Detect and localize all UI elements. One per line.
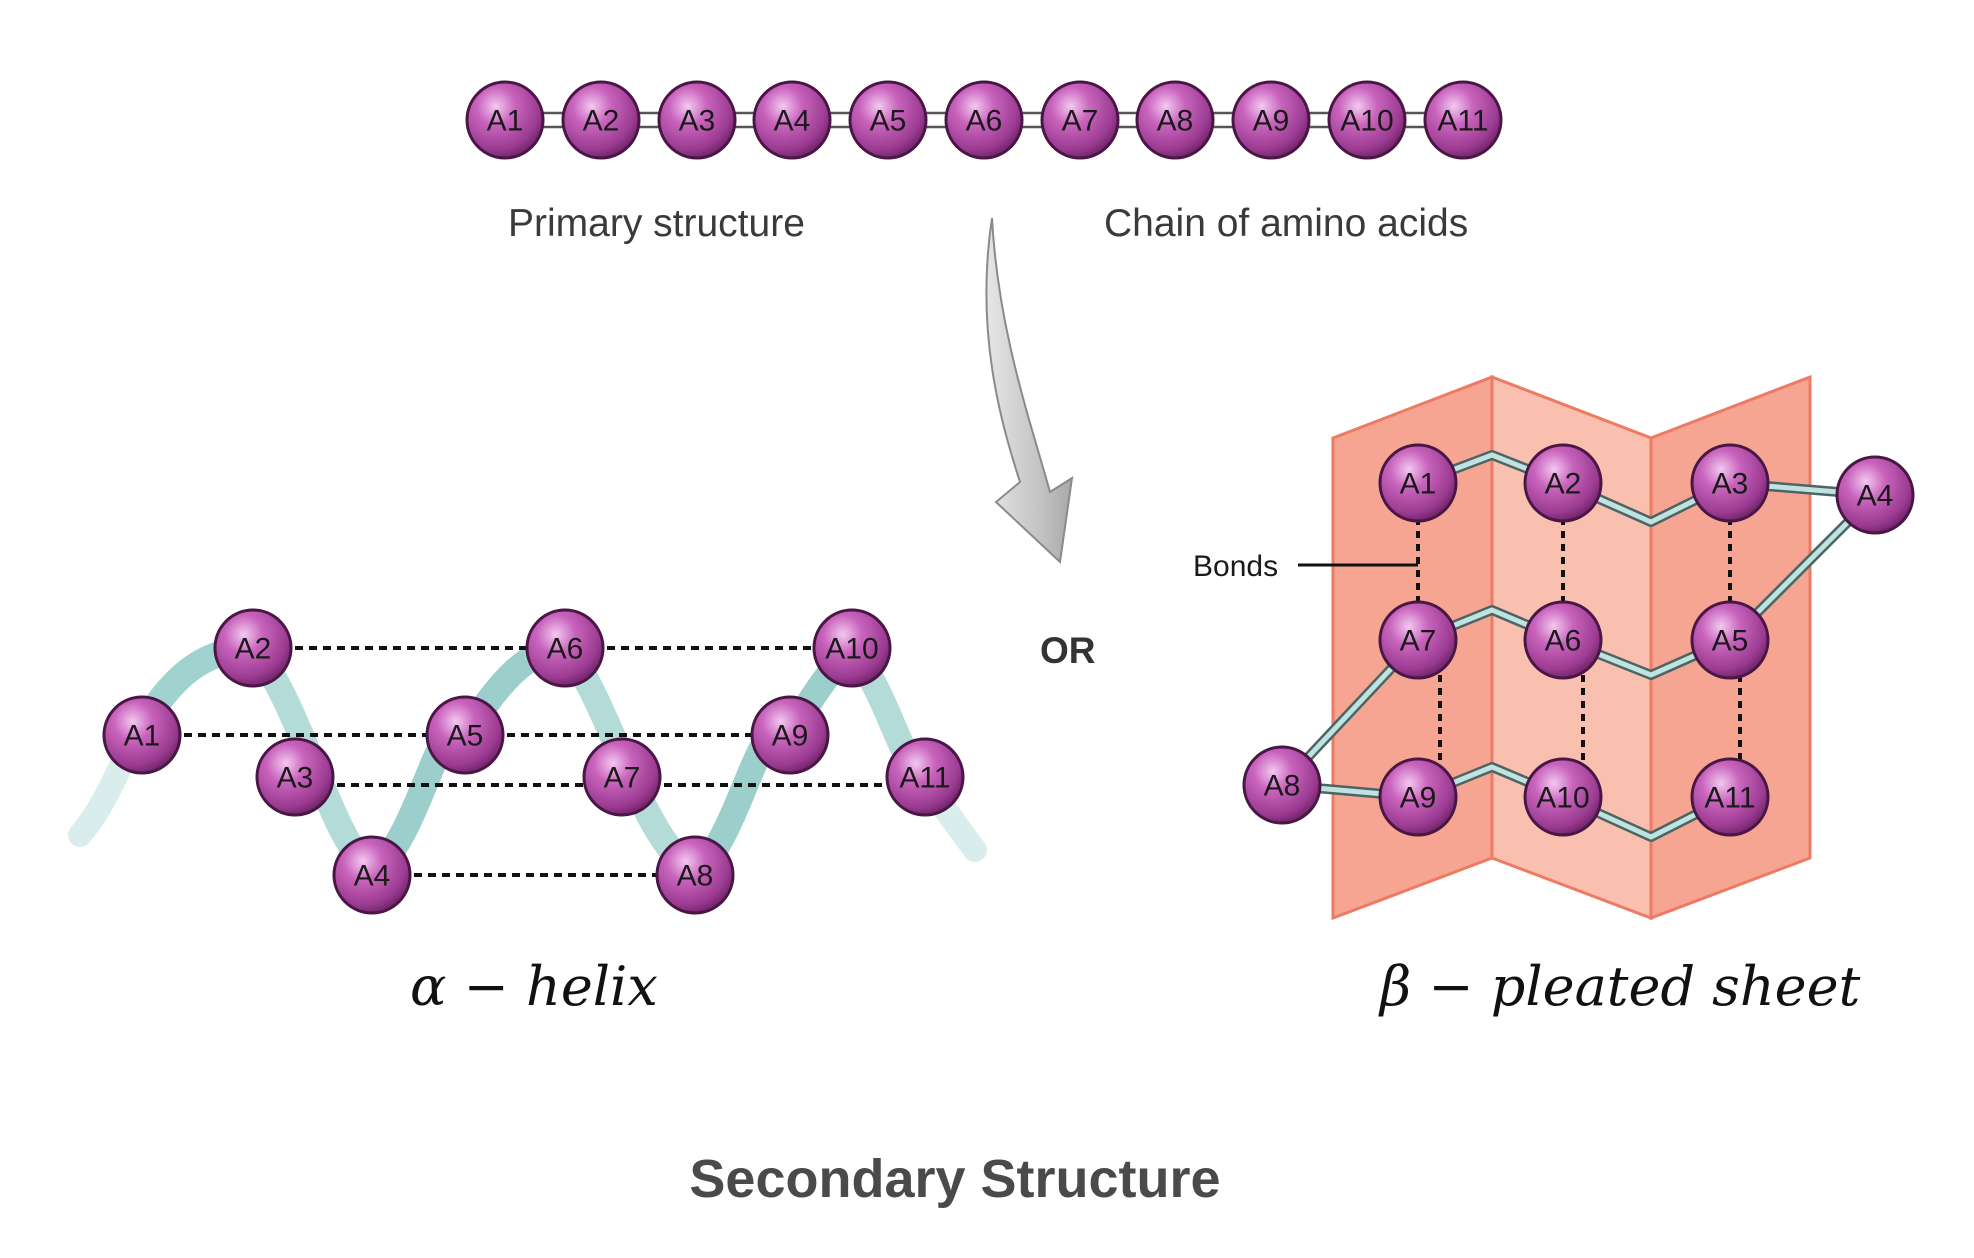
or-label: OR (1040, 630, 1096, 671)
helix-residue-1: A1 (102, 695, 182, 775)
sheet-residue-10: A10 (1523, 757, 1603, 837)
sheet-residue-9: A9 (1378, 757, 1458, 837)
primary-residue-4: A4 (752, 80, 832, 160)
sheet-residue-7-label: A7 (1400, 625, 1437, 658)
helix-residue-4: A4 (332, 835, 412, 915)
helix-residue-5-label: A5 (447, 720, 484, 753)
beta-pleated-sheet-label: β − pleated sheet (1378, 955, 1861, 1018)
sheet-residue-11: A11 (1690, 757, 1770, 837)
primary-residue-7: A7 (1040, 80, 1120, 160)
primary-residue-2-label: A2 (583, 105, 620, 138)
primary-residue-4-label: A4 (774, 105, 811, 138)
helix-residue-8: A8 (655, 835, 735, 915)
primary-residue-1: A1 (465, 80, 545, 160)
alpha-helix-label: α − helix (410, 955, 658, 1018)
primary-residue-1-label: A1 (487, 105, 524, 138)
sheet-residue-1: A1 (1378, 443, 1458, 523)
primary-residue-5: A5 (848, 80, 928, 160)
bonds-label: Bonds (1193, 550, 1278, 583)
sheet-residue-11-label: A11 (1704, 782, 1755, 815)
sheet-residue-6: A6 (1523, 600, 1603, 680)
helix-residue-5: A5 (425, 695, 505, 775)
primary-residue-9: A9 (1231, 80, 1311, 160)
sheet-hydrogen-bonds (1416, 518, 1742, 760)
sheet-residue-4-label: A4 (1857, 480, 1894, 513)
primary-residue-2: A2 (561, 80, 641, 160)
sheet-residue-7: A7 (1378, 600, 1458, 680)
helix-residue-8-label: A8 (677, 860, 714, 893)
sheet-residue-3: A3 (1690, 443, 1770, 523)
primary-residue-3: A3 (657, 80, 737, 160)
primary-chain: A1 A2 A3 A4 A5 A6 A7 A8 A9 A10 A11 (465, 80, 1503, 160)
helix-residue-4-label: A4 (354, 860, 391, 893)
sheet-residue-3-label: A3 (1712, 468, 1749, 501)
primary-residue-11: A11 (1423, 80, 1503, 160)
primary-residue-9-label: A9 (1253, 105, 1290, 138)
helix-residue-10-label: A10 (825, 633, 878, 666)
sheet-residue-5-label: A5 (1712, 625, 1749, 658)
sheet-residue-5: A5 (1690, 600, 1770, 680)
sheet-residue-2-label: A2 (1545, 468, 1582, 501)
primary-residue-10: A10 (1327, 80, 1407, 160)
helix-residue-3: A3 (255, 737, 335, 817)
primary-residue-7-label: A7 (1062, 105, 1099, 138)
primary-residue-8-label: A8 (1157, 105, 1194, 138)
helix-hydrogen-bonds (142, 646, 925, 877)
primary-structure-caption: Primary structure (508, 202, 805, 245)
helix-residue-3-label: A3 (277, 762, 314, 795)
helix-residue-9: A9 (750, 695, 830, 775)
helix-residue-11: A11 (885, 737, 965, 817)
primary-residue-5-label: A5 (870, 105, 907, 138)
sheet-residue-10-label: A10 (1536, 782, 1589, 815)
helix-residue-9-label: A9 (772, 720, 809, 753)
secondary-structure-title: Secondary Structure (689, 1149, 1220, 1209)
helix-residue-6: A6 (525, 608, 605, 688)
sheet-residue-8-label: A8 (1264, 770, 1301, 803)
sheet-residue-8: A8 (1242, 745, 1322, 825)
primary-residue-6-label: A6 (966, 105, 1003, 138)
helix-residue-11-label: A11 (899, 762, 950, 795)
helix-residue-2-label: A2 (235, 633, 272, 666)
primary-residue-10-label: A10 (1340, 105, 1393, 138)
helix-residue-10: A10 (812, 608, 892, 688)
helix-residue-2: A2 (213, 608, 293, 688)
primary-residue-6: A6 (944, 80, 1024, 160)
primary-residue-8: A8 (1135, 80, 1215, 160)
sheet-residue-9-label: A9 (1400, 782, 1437, 815)
primary-residue-3-label: A3 (679, 105, 716, 138)
transition-arrow (985, 217, 1074, 565)
chain-of-amino-acids-caption: Chain of amino acids (1104, 202, 1468, 245)
primary-residue-11-label: A11 (1437, 105, 1488, 138)
sheet-residue-6-label: A6 (1545, 625, 1582, 658)
helix-residue-6-label: A6 (547, 633, 584, 666)
sheet-residue-2: A2 (1523, 443, 1603, 523)
sheet-residue-4: A4 (1835, 455, 1915, 535)
helix-residue-7-label: A7 (604, 762, 641, 795)
sheet-residue-1-label: A1 (1400, 468, 1437, 501)
helix-residue-1-label: A1 (124, 720, 161, 753)
primary-residues: A1 A2 A3 A4 A5 A6 A7 A8 A9 A10 A11 (465, 80, 1503, 160)
helix-residue-7: A7 (582, 737, 662, 817)
